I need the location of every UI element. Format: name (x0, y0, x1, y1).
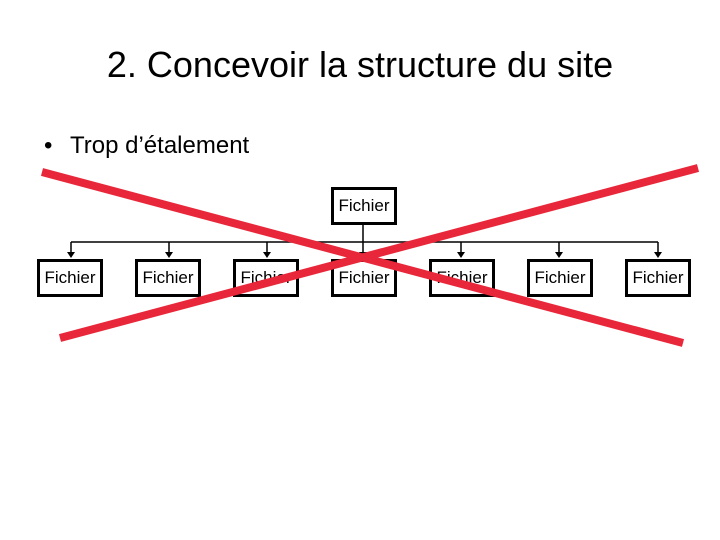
child-file-box: Fichier (429, 259, 495, 297)
bullet-marker: • (44, 132, 53, 159)
child-file-box: Fichier (37, 259, 103, 297)
arrowhead (263, 252, 271, 258)
child-file-label: Fichier (142, 268, 194, 287)
bullet-text: Trop d’étalement (70, 132, 250, 159)
root-file-box: Fichier (331, 187, 397, 225)
child-file-box: Fichier (135, 259, 201, 297)
child-file-label: Fichier (534, 268, 586, 287)
cross-stroke-ascending (58, 164, 700, 342)
child-file-label: Fichier (44, 268, 96, 287)
bullet-item: • Trop d’étalement (44, 132, 249, 160)
child-file-box: Fichier (625, 259, 691, 297)
root-file-label: Fichier (338, 196, 390, 215)
arrowhead (457, 252, 465, 258)
slide-title: 2. Concevoir la structure du site (106, 44, 614, 85)
child-file-box: Fichier (527, 259, 593, 297)
child-file-label: Fichier (338, 268, 390, 287)
child-file-label: Fichier (632, 268, 684, 287)
arrowhead (555, 252, 563, 258)
arrowhead (67, 252, 75, 258)
arrowhead (654, 252, 662, 258)
arrowhead (165, 252, 173, 258)
